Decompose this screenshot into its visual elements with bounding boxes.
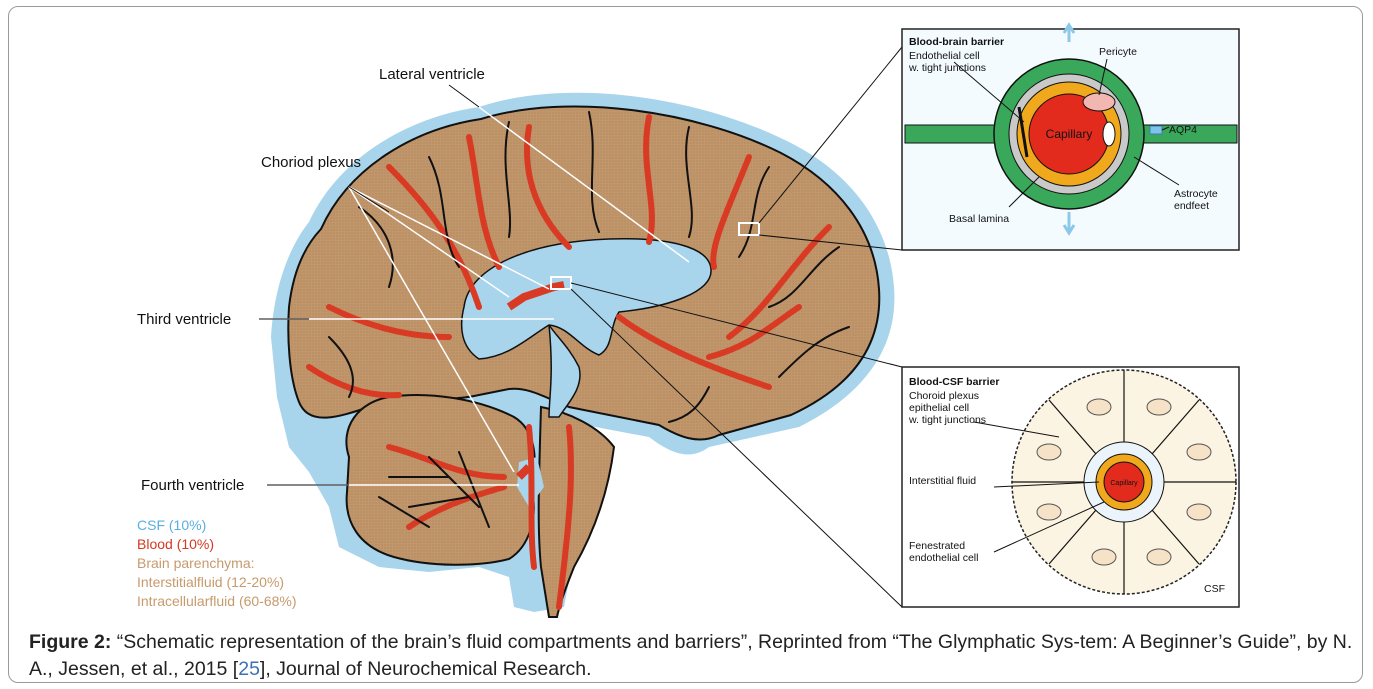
bcsf-choroid-label: Choroid plexus: [909, 390, 979, 402]
bbb-endothelial-label-2: w. tight junctions: [908, 62, 986, 74]
cerebellum: [346, 395, 534, 565]
reference-link[interactable]: 25: [238, 658, 260, 680]
bbb-endothelial-label: Endothelial cell: [909, 50, 980, 62]
bbb-capillary-label: Capillary: [1046, 127, 1093, 141]
aqp4-channel: [1150, 126, 1162, 134]
bcsf-fenestrated-label: Fenestrated: [909, 540, 965, 552]
bcsf-csf-label: CSF: [1204, 583, 1225, 595]
pericyte-nucleus-shape: [1103, 122, 1115, 146]
caption-text: “Schematic representation of the brain’s…: [29, 631, 1352, 680]
legend-blood: Blood (10%): [137, 536, 214, 552]
legend-interstitial: Interstitialfluid (12-20%): [137, 574, 284, 590]
figure-caption: Figure 2: “Schematic representation of t…: [29, 629, 1359, 683]
bbb-title: Blood-brain barrier: [909, 36, 1004, 48]
bbb-basal-lamina-label: Basal lamina: [949, 213, 1009, 225]
bcsf-fenestrated-label-2: endothelial cell: [909, 552, 978, 564]
brain-diagram: Lateral ventricle Choriod plexus Third v…: [9, 7, 1363, 627]
bbb-panel: Blood-brain barrier Endothelial cell w. …: [902, 25, 1239, 250]
bbb-aqp4-label: AQP4: [1169, 124, 1197, 136]
bbb-pericyte-label: Pericyte: [1099, 46, 1137, 58]
legend-csf: CSF (10%): [137, 517, 206, 533]
bcsf-panel: Blood-CSF barrier Choroid plexus epithel…: [902, 367, 1239, 607]
legend-intracellular: Intracellularfluid (60-68%): [137, 593, 297, 609]
figure-frame: Lateral ventricle Choriod plexus Third v…: [8, 6, 1363, 683]
pericyte-shape: [1083, 93, 1115, 111]
bcsf-choroid-label-3: w. tight junctions: [908, 414, 986, 426]
bbb-astrocyte-label: Astrocyte: [1174, 188, 1218, 200]
caption-text-end: ], Journal of Neurochemical Research.: [260, 658, 592, 680]
bbb-astrocyte-label-2: endfeet: [1174, 200, 1209, 212]
label-lateral-ventricle: Lateral ventricle: [379, 66, 485, 83]
bcsf-capillary-label: Capillary: [1110, 480, 1138, 487]
caption-label: Figure 2:: [29, 631, 111, 653]
label-choroid-plexus: Choriod plexus: [261, 154, 361, 171]
legend: CSF (10%) Blood (10%) Brain parenchyma: …: [137, 517, 297, 609]
legend-parenchyma: Brain parenchyma:: [137, 555, 255, 571]
label-fourth-ventricle: Fourth ventricle: [141, 477, 244, 494]
bcsf-interstitial-label: Interstitial fluid: [909, 475, 976, 487]
bcsf-title: Blood-CSF barrier: [909, 376, 999, 388]
brainstem: [539, 407, 614, 617]
label-third-ventricle: Third ventricle: [137, 311, 231, 328]
bcsf-choroid-label-2: epithelial cell: [909, 402, 969, 414]
